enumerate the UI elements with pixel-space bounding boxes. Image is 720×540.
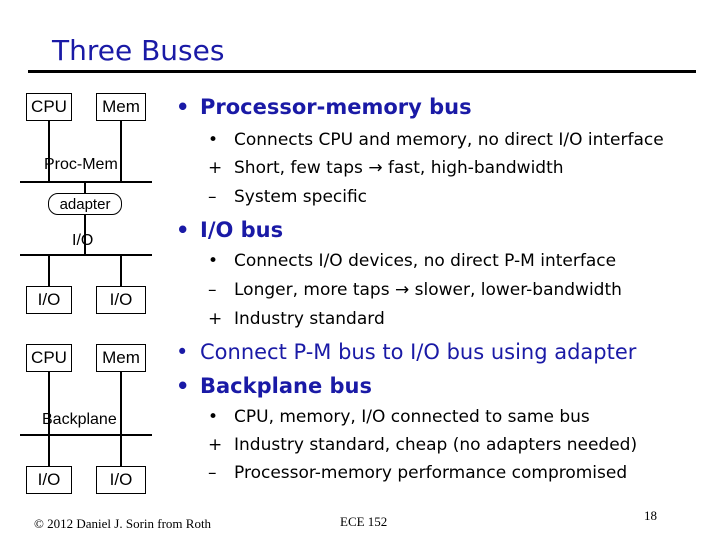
sub-text: System specific	[234, 187, 368, 207]
cpu-connector	[48, 372, 50, 434]
backplane-bus-line	[20, 434, 152, 436]
mem-connector	[120, 121, 122, 181]
sub-text: Industry standard	[234, 309, 385, 329]
io-bus-line	[20, 254, 152, 256]
sub-marker: +	[208, 158, 223, 178]
sub-bullet: + Industry standard, cheap (no adapters n…	[208, 435, 637, 455]
sub-marker: •	[208, 407, 219, 427]
sub-bullet: • Connects CPU and memory, no direct I/O …	[208, 130, 664, 150]
sub-bullet: + Industry standard	[208, 309, 385, 329]
bullet-text: Connect P-M bus to I/O bus using adapter	[200, 340, 637, 364]
io-device-box: I/O	[96, 466, 146, 494]
adapter-upper-connector	[84, 181, 86, 193]
sub-marker: +	[208, 435, 223, 455]
cpu-box: CPU	[26, 344, 72, 372]
io-left-connector	[48, 434, 50, 466]
sub-marker: •	[208, 251, 219, 271]
sub-text: Processor-memory performance compromised	[234, 463, 628, 483]
sub-text: Industry standard, cheap (no adapters ne…	[234, 435, 638, 455]
mem-box: Mem	[96, 93, 146, 121]
sub-marker: –	[208, 187, 217, 207]
io-right-connector	[120, 254, 122, 286]
mem-connector	[120, 372, 122, 434]
sub-marker: –	[208, 280, 217, 300]
mem-box: Mem	[96, 344, 146, 372]
sub-bullet: + Short, few taps → fast, high-bandwidth	[208, 158, 564, 178]
bullet-marker: •	[176, 95, 190, 119]
proc-mem-bus-label: Proc-Mem	[44, 156, 118, 173]
sub-marker: –	[208, 463, 217, 483]
sub-text: Short, few taps → fast, high-bandwidth	[234, 158, 564, 178]
bullet-text: Processor-memory bus	[200, 95, 472, 119]
bullet-text: Backplane bus	[200, 374, 372, 398]
adapter-lower-connector	[84, 215, 86, 255]
io-device-box: I/O	[26, 466, 72, 494]
cpu-box: CPU	[26, 93, 72, 121]
bullet-marker: •	[176, 218, 190, 242]
proc-mem-bus-line	[20, 181, 152, 183]
io-bus-label: I/O	[72, 232, 94, 249]
sub-text: Connects I/O devices, no direct P-M inte…	[234, 251, 617, 271]
io-left-connector	[48, 254, 50, 286]
copyright-footer: © 2012 Daniel J. Sorin from Roth	[34, 516, 212, 531]
bullet-item: • Backplane bus	[176, 374, 372, 398]
io-device-box: I/O	[96, 286, 146, 314]
page-number: 18	[644, 508, 657, 523]
io-right-connector	[120, 434, 122, 466]
sub-bullet: • CPU, memory, I/O connected to same bus	[208, 407, 590, 427]
bullet-item: • I/O bus	[176, 218, 283, 242]
sub-bullet: –Longer, more taps → slower, lower-bandw…	[208, 280, 622, 300]
sub-text: CPU, memory, I/O connected to same bus	[234, 407, 590, 427]
title-divider	[28, 70, 696, 73]
backplane-bus-label: Backplane	[42, 411, 117, 428]
slide-title: Three Buses	[52, 34, 225, 67]
sub-text: Longer, more taps → slower, lower-bandwi…	[234, 280, 622, 300]
sub-marker: •	[208, 130, 219, 150]
bullet-item: • Processor-memory bus	[176, 95, 472, 119]
bullet-item: • Connect P-M bus to I/O bus using adapte…	[176, 340, 636, 364]
cpu-connector	[48, 121, 50, 181]
adapter-box: adapter	[48, 193, 122, 215]
sub-bullet: • Connects I/O devices, no direct P-M int…	[208, 251, 616, 271]
sub-marker: +	[208, 309, 223, 329]
bullet-marker: •	[176, 340, 189, 364]
bullet-marker: •	[176, 374, 190, 398]
io-device-box: I/O	[26, 286, 72, 314]
sub-bullet: –Processor-memory performance compromise…	[208, 463, 627, 483]
sub-text: Connects CPU and memory, no direct I/O i…	[234, 130, 664, 150]
course-footer: ECE 152	[340, 514, 388, 529]
sub-bullet: –System specific	[208, 187, 367, 207]
bullet-text: I/O bus	[200, 218, 284, 242]
